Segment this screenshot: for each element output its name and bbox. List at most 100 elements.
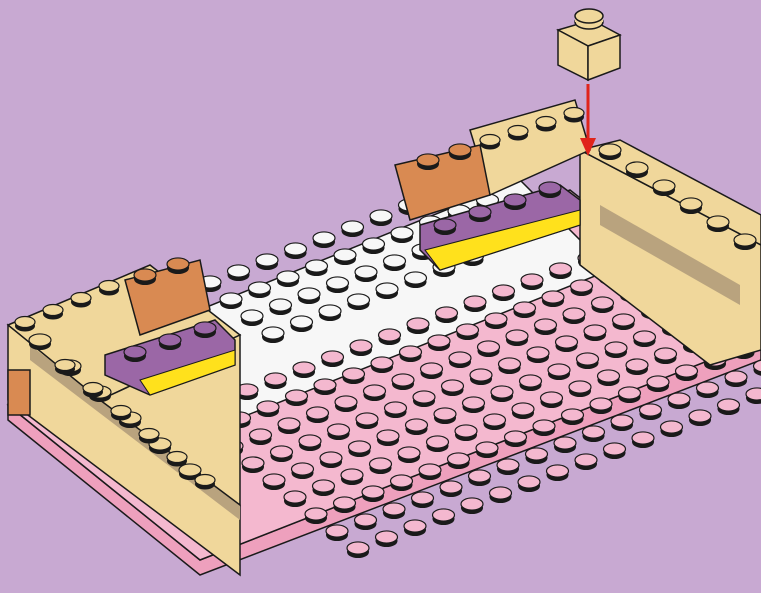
- stud: [334, 249, 356, 265]
- stud: [291, 316, 313, 332]
- stud: [392, 374, 414, 390]
- stud: [640, 404, 662, 420]
- stud: [270, 299, 292, 315]
- stud: [320, 452, 342, 468]
- stud: [518, 476, 540, 492]
- stud: [292, 463, 314, 479]
- stud: [548, 364, 570, 380]
- stud: [343, 368, 365, 384]
- stud: [746, 388, 761, 404]
- stud: [349, 441, 371, 457]
- stud: [334, 497, 356, 513]
- stud: [734, 234, 756, 250]
- stud: [263, 474, 285, 490]
- stud: [249, 282, 271, 298]
- stud: [348, 294, 370, 310]
- stud: [598, 370, 620, 386]
- stud: [376, 531, 398, 547]
- stud: [385, 402, 407, 418]
- stud: [668, 393, 690, 409]
- stud: [535, 319, 557, 335]
- stud: [541, 392, 563, 408]
- stud: [505, 431, 527, 447]
- stud: [680, 198, 702, 214]
- stud: [592, 297, 614, 313]
- stud: [347, 542, 369, 558]
- stud: [313, 480, 335, 496]
- stud: [220, 293, 242, 309]
- stud: [718, 399, 740, 415]
- stud: [497, 459, 519, 475]
- stud: [271, 446, 293, 462]
- stud: [632, 432, 654, 448]
- stud: [134, 269, 156, 285]
- stud: [433, 509, 455, 525]
- stud: [476, 442, 498, 458]
- stud: [562, 409, 584, 425]
- stud: [419, 464, 441, 480]
- stud: [463, 397, 485, 413]
- stud: [326, 525, 348, 541]
- stud: [363, 238, 385, 254]
- stud: [305, 508, 327, 524]
- stud: [647, 376, 669, 392]
- stud: [362, 486, 384, 502]
- stud: [564, 108, 584, 123]
- stud: [391, 475, 413, 491]
- stud: [284, 491, 306, 507]
- stud: [383, 503, 405, 519]
- stud: [455, 425, 477, 441]
- stud: [563, 308, 585, 324]
- stud: [322, 351, 344, 367]
- stud: [434, 408, 456, 424]
- stud: [379, 329, 401, 345]
- stud: [569, 381, 591, 397]
- stud: [194, 322, 216, 338]
- stud: [584, 325, 606, 341]
- stud: [350, 340, 372, 356]
- stud: [327, 277, 349, 293]
- stud: [480, 135, 500, 150]
- stud: [370, 210, 392, 226]
- stud: [167, 258, 189, 274]
- stud: [364, 385, 386, 401]
- stud: [448, 453, 470, 469]
- stud: [556, 336, 578, 352]
- stud: [299, 435, 321, 451]
- stud: [404, 520, 426, 536]
- stud: [195, 475, 215, 490]
- stud: [611, 415, 633, 431]
- stud: [99, 281, 119, 296]
- stud: [241, 310, 263, 326]
- stud: [15, 317, 35, 332]
- stud: [278, 418, 300, 434]
- stud: [286, 390, 308, 406]
- stud: [55, 360, 75, 375]
- stud: [449, 144, 471, 160]
- stud: [412, 492, 434, 508]
- stud: [499, 358, 521, 374]
- stud: [376, 283, 398, 299]
- stud: [428, 335, 450, 351]
- stud: [391, 227, 413, 243]
- stud: [335, 396, 357, 412]
- stud: [590, 398, 612, 414]
- stud: [314, 379, 336, 395]
- stud: [512, 403, 534, 419]
- stud: [626, 359, 648, 375]
- stud: [469, 206, 491, 222]
- stud: [613, 314, 635, 330]
- stud: [285, 243, 307, 259]
- stud: [599, 144, 621, 160]
- stud: [242, 457, 264, 473]
- stud: [83, 383, 103, 398]
- stud: [554, 437, 576, 453]
- stud: [504, 194, 526, 210]
- stud: [520, 375, 542, 391]
- stud: [417, 154, 439, 170]
- stud: [307, 407, 329, 423]
- stud: [619, 387, 641, 403]
- stud: [440, 481, 462, 497]
- stud: [725, 371, 747, 387]
- stud: [533, 420, 555, 436]
